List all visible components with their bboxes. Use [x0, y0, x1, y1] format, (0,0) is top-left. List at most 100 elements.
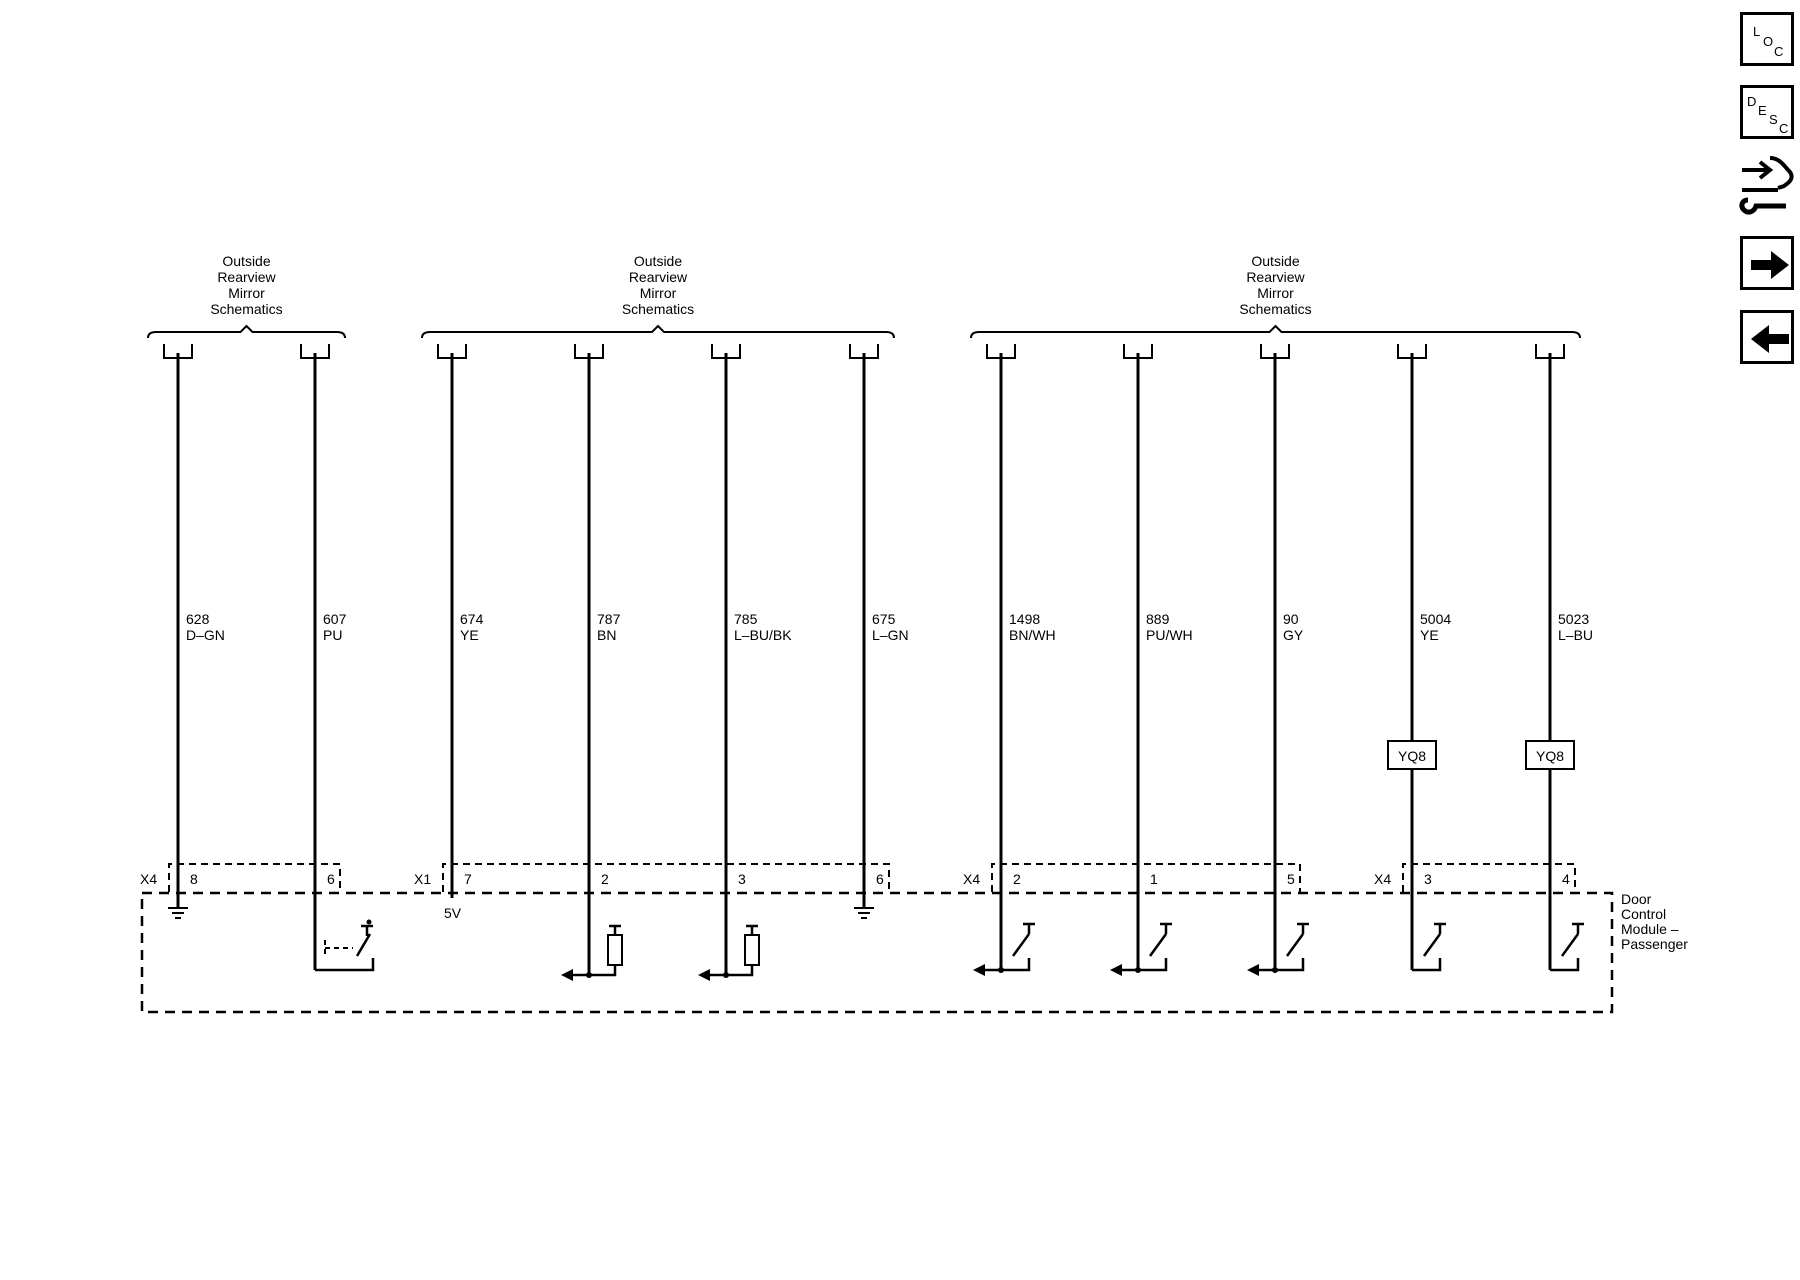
wire-color: YE — [460, 627, 479, 643]
group-label-line: Rearview — [629, 269, 688, 285]
desc-letter-c: C — [1779, 121, 1788, 136]
switch-symbol — [1148, 922, 1172, 957]
desc-button[interactable]: D E S C — [1740, 85, 1794, 139]
circuit-number: 674 — [460, 611, 484, 627]
connector-wrench-icon[interactable] — [1738, 152, 1798, 218]
connector-dashed-box — [1402, 863, 1576, 892]
pin-number: 3 — [738, 871, 746, 887]
ground-symbol — [168, 907, 188, 919]
circuit-number: 5004 — [1420, 611, 1451, 627]
pin-number: 6 — [876, 871, 884, 887]
wire-color: PU — [323, 627, 342, 643]
group-label-line: Mirror — [640, 285, 677, 301]
resistor-symbol — [744, 934, 760, 966]
group-labels: OutsideRearviewMirrorSchematicsOutsideRe… — [210, 253, 1311, 317]
desc-letter-s: S — [1769, 112, 1778, 127]
connector-label: X4 — [963, 871, 980, 887]
circuit-number: 628 — [186, 611, 210, 627]
module-label-line: Door — [1621, 891, 1652, 907]
wire-color: YE — [1420, 627, 1439, 643]
group-label-line: Schematics — [210, 301, 282, 317]
circuit-number: 889 — [1146, 611, 1170, 627]
connector-dashed-box — [168, 863, 341, 892]
module-label-line: Module – — [1621, 921, 1679, 937]
mechanical-link — [324, 940, 353, 956]
circuit-number: 1498 — [1009, 611, 1040, 627]
loc-letter-l: L — [1753, 24, 1760, 39]
option-box — [1525, 740, 1575, 770]
ground-symbol — [854, 907, 874, 919]
wire-color: L–BU — [1558, 627, 1593, 643]
group-label-line: Rearview — [1246, 269, 1305, 285]
supply-label: 5V — [444, 905, 462, 921]
circuit-number: 675 — [872, 611, 896, 627]
group-braces — [147, 324, 1581, 339]
group-label-line: Outside — [634, 253, 682, 269]
loc-button[interactable]: L O C — [1740, 12, 1794, 66]
circuit-number: 5023 — [1558, 611, 1589, 627]
pin-number: 2 — [1013, 871, 1021, 887]
module-label-line: Control — [1621, 906, 1666, 922]
wire-color: L–GN — [872, 627, 909, 643]
module-outline — [140, 891, 1614, 1014]
connector-label: X4 — [1374, 871, 1391, 887]
pin-number: 2 — [601, 871, 609, 887]
desc-letter-e: E — [1758, 103, 1767, 118]
wire-color: L–BU/BK — [734, 627, 792, 643]
option-label: YQ8 — [1398, 748, 1426, 764]
group-label-line: Outside — [1251, 253, 1299, 269]
desc-letter-d: D — [1747, 94, 1756, 109]
wire-color: BN/WH — [1009, 627, 1056, 643]
prev-button[interactable] — [1740, 310, 1794, 364]
switch-symbol — [1560, 922, 1584, 957]
connector-boxes — [168, 863, 1576, 892]
pin-number: 3 — [1424, 871, 1432, 887]
group-label-line: Mirror — [1257, 285, 1294, 301]
pin-number: 5 — [1287, 871, 1295, 887]
arrow-left-icon — [1751, 325, 1789, 353]
switch-symbol — [1011, 922, 1035, 957]
arrow-symbol — [1110, 964, 1122, 976]
group-brace — [970, 324, 1581, 339]
group-label-line: Outside — [222, 253, 270, 269]
connector-label: X1 — [414, 871, 431, 887]
arrow-symbol — [561, 969, 573, 981]
arrow-symbol — [1247, 964, 1259, 976]
pin-number: 7 — [464, 871, 472, 887]
switch-symbol — [1285, 922, 1309, 957]
wire-color: D–GN — [186, 627, 225, 643]
arrow-right-icon — [1751, 251, 1789, 279]
wires: 628D–GN8X4607PU6674YE7X15V787BN2785L–BU/… — [140, 344, 1593, 981]
circuit-number: 607 — [323, 611, 347, 627]
switch-symbol — [355, 924, 373, 957]
connector-dashed-box — [442, 863, 890, 892]
connector-dashed-box — [991, 863, 1301, 892]
pin-number: 4 — [1562, 871, 1570, 887]
circuit-number: 787 — [597, 611, 621, 627]
wire-color: GY — [1283, 627, 1304, 643]
group-label-line: Schematics — [1239, 301, 1311, 317]
connector-label: X4 — [140, 871, 157, 887]
pin-number: 8 — [190, 871, 198, 887]
group-label-line: Mirror — [228, 285, 265, 301]
group-brace — [147, 324, 346, 339]
wire-color: PU/WH — [1146, 627, 1193, 643]
circuit-number: 90 — [1283, 611, 1299, 627]
arrow-symbol — [698, 969, 710, 981]
wire-color: BN — [597, 627, 616, 643]
module-label-line: Passenger — [1621, 936, 1688, 952]
pin-number: 1 — [1150, 871, 1158, 887]
resistor-symbol — [607, 934, 623, 966]
next-button[interactable] — [1740, 236, 1794, 290]
circuit-number: 785 — [734, 611, 758, 627]
